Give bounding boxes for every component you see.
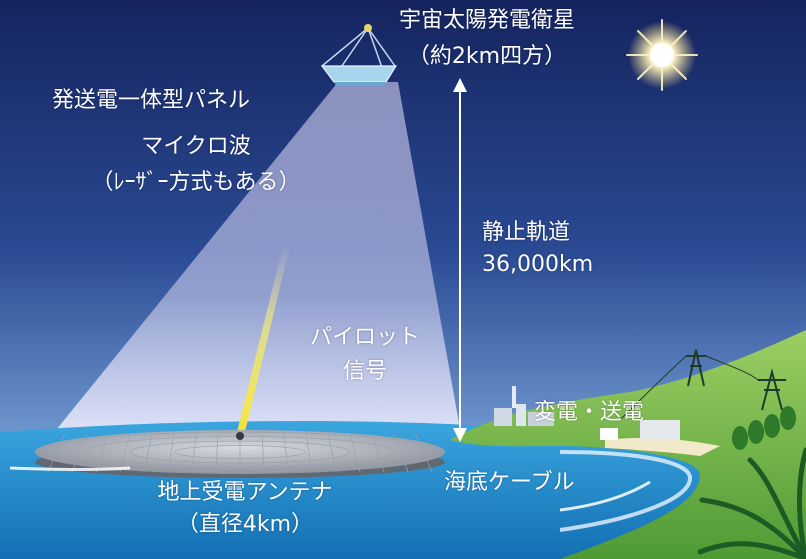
pilot-beam (236, 246, 290, 436)
orbit-label: 静止軌道 36,000km (482, 220, 593, 278)
beam-label: マイクロ波 （ﾚｰｻﾞｰ方式もある） (64, 134, 328, 196)
beam-label-line1: マイクロ波 (141, 134, 251, 159)
satellite-title: 宇宙太陽発電衛星 (398, 8, 575, 33)
antenna-label-line1: 地上受電アンテナ (157, 480, 333, 505)
antenna-label: 地上受電アンテナ （直径4km） (120, 480, 370, 538)
pilot-label-line2: 信号 (342, 359, 387, 384)
pilot-label: パイロット 信号 (290, 325, 440, 385)
palm-leaves (697, 447, 806, 559)
orbit-distance-arrow (453, 78, 467, 442)
satellite-size: （約2km四方） (407, 44, 567, 69)
cable-label: 海底ケーブル (444, 470, 575, 495)
beam-label-line2: （ﾚｰｻﾞｰ方式もある） (91, 170, 301, 195)
orbit-label-line1: 静止軌道 (482, 220, 571, 245)
power-line-icon (619, 349, 786, 421)
ground-antenna-icon (35, 430, 445, 478)
antenna-label-line2: （直径4km） (176, 512, 314, 537)
sun-icon (626, 19, 698, 91)
substation-icon (494, 386, 680, 440)
pilot-label-line1: パイロット (309, 325, 420, 350)
satellite-icon (320, 24, 398, 86)
microwave-beam (48, 82, 462, 440)
trees (732, 406, 796, 450)
grid-label: 変電・送電 (534, 400, 645, 425)
panel-label: 発送電一体型パネル (52, 88, 251, 113)
orbit-label-line2: 36,000km (482, 252, 594, 277)
